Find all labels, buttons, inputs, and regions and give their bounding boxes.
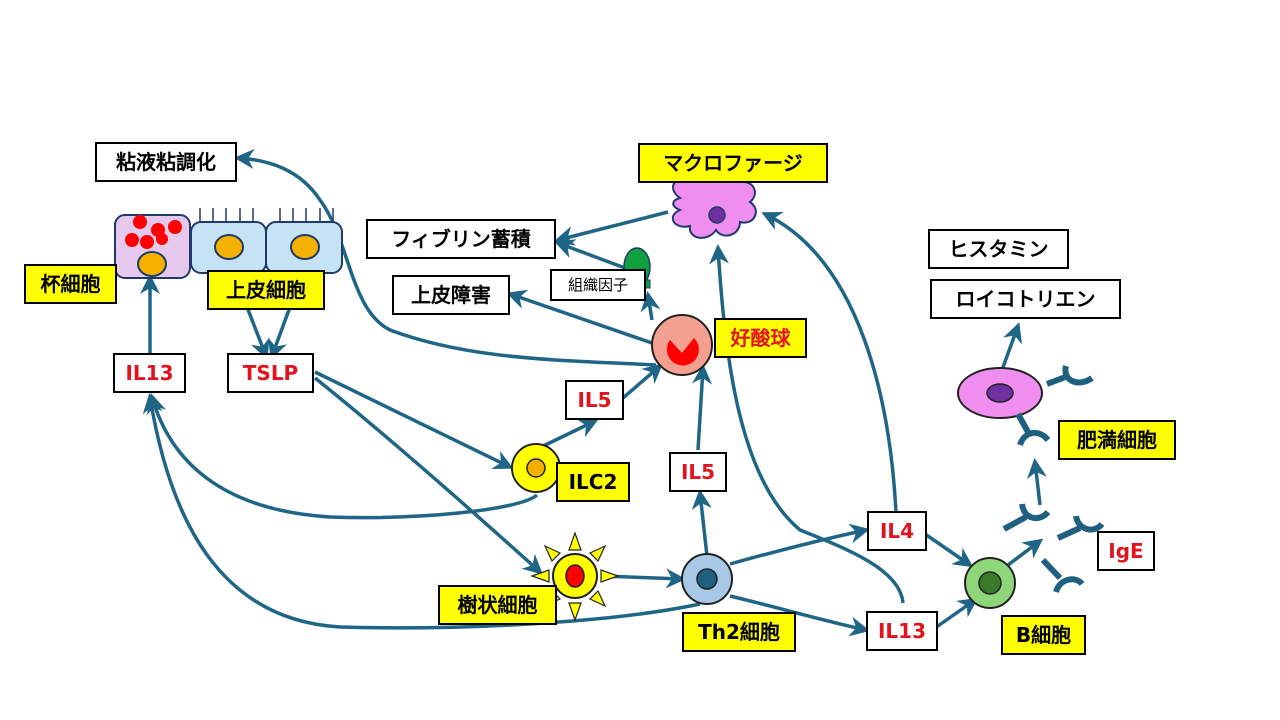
- th2-cell-label: Th2細胞: [682, 612, 796, 652]
- edge-tslp-ilc2: [314, 370, 514, 469]
- leukotriene-label: ロイコトリエン: [930, 279, 1121, 319]
- edge-bcell-ige: [1006, 538, 1044, 567]
- th2-cell: [681, 553, 733, 605]
- edge-il5-eosinophil: [621, 363, 664, 400]
- edge-ilc2-il5: [536, 418, 599, 451]
- b-cell-label: B細胞: [1001, 615, 1086, 655]
- goblet-cell: [114, 214, 191, 279]
- ige-label: IgE: [1097, 531, 1155, 571]
- mucus-viscosity-label: 粘液粘調化: [95, 142, 237, 182]
- il13-right-label: IL13: [866, 611, 938, 651]
- ige-antibody-icon: [1002, 503, 1051, 532]
- eosinophil-label: 好酸球: [714, 318, 807, 358]
- ilc2-label: ILC2: [556, 462, 630, 502]
- edge-il5-th2-eosinophil: [692, 364, 713, 451]
- dendritic-cell-label: 樹状細胞: [438, 585, 557, 625]
- ilc2-cell: [511, 443, 561, 493]
- il4-label: IL4: [867, 511, 927, 551]
- edge-mast-mediators: [1000, 322, 1022, 371]
- eosinophil-cell: [651, 314, 713, 376]
- edge-ilc2-il13: [146, 393, 539, 520]
- ige-antibody-icon: [1040, 557, 1085, 594]
- ige-antibody-icon: [1015, 412, 1051, 447]
- tslp-label: TSLP: [227, 353, 314, 393]
- ige-antibody-icon: [1056, 515, 1105, 541]
- goblet-cell-label: 杯細胞: [24, 264, 117, 304]
- edge-il13-bcell: [933, 597, 979, 630]
- edge-epithelial-tslp-b: [268, 306, 292, 360]
- edge-eosinophil-tf: [640, 291, 661, 321]
- histamine-label: ヒスタミン: [928, 229, 1069, 269]
- edge-tslp-dendritic: [313, 376, 543, 575]
- il13-left-label: IL13: [113, 353, 186, 393]
- epithelial-cells: [190, 208, 343, 274]
- edge-il4-bcell: [924, 532, 974, 568]
- edge-tf-fibrin: [554, 239, 626, 270]
- edge-th2-il13-right: [729, 594, 870, 637]
- mast-cell: [957, 367, 1043, 419]
- il5-th2-label: IL5: [669, 452, 727, 492]
- il5-ilc2-label: IL5: [565, 380, 624, 420]
- edge-th2-il13-left: [142, 393, 701, 630]
- fibrin-deposition-label: フィブリン蓄積: [366, 219, 556, 259]
- edge-il4-macrophage: [761, 211, 898, 513]
- epithelial-damage-label: 上皮障害: [392, 275, 510, 315]
- mast-cell-label: 肥満細胞: [1058, 420, 1176, 460]
- edge-eosinophil-damage: [506, 289, 653, 345]
- ige-antibody-icon: [1045, 365, 1094, 387]
- macrophage-label: マクロファージ: [638, 143, 828, 183]
- edge-macrophage-fibrin: [554, 210, 669, 246]
- edge-eosinophil-mucus: [234, 149, 657, 367]
- tissue-factor-label: 組織因子: [550, 269, 646, 301]
- edge-th2-il4: [729, 523, 870, 566]
- epithelial-cell-label: 上皮細胞: [207, 270, 325, 310]
- edge-epithelial-tslp-a: [245, 306, 270, 360]
- b-cell: [964, 557, 1016, 609]
- edge-th2-il5: [691, 489, 712, 557]
- edge-ige-mast: [1026, 458, 1047, 506]
